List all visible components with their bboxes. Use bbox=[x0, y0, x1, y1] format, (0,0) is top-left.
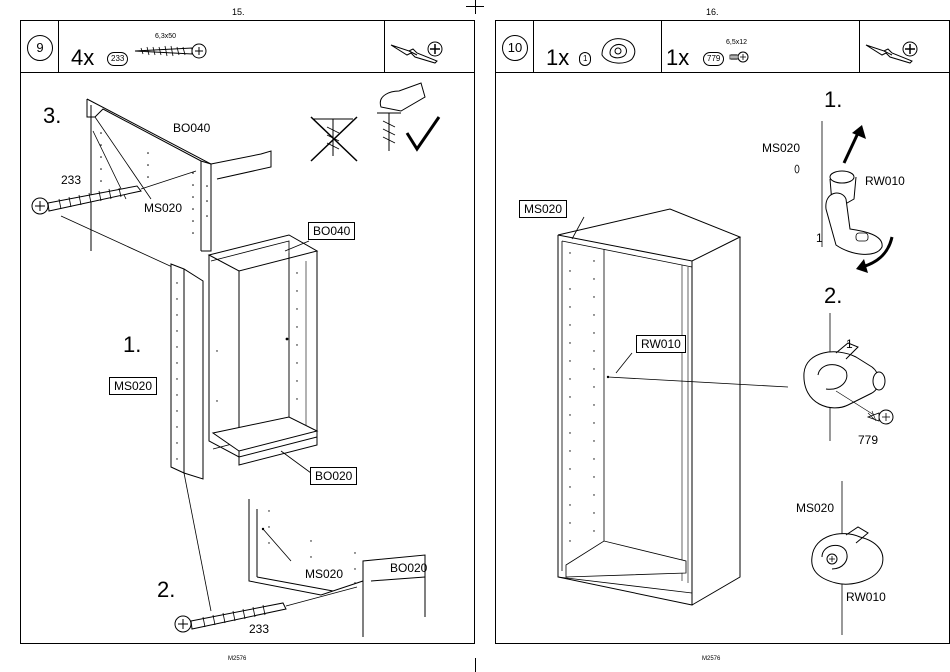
label-box-rw010: RW010 bbox=[636, 335, 686, 353]
assembly-illustration-left bbox=[21, 21, 476, 645]
no-hammer-icon bbox=[311, 117, 357, 161]
label-ms020-detail1: MS020 bbox=[762, 141, 800, 155]
hand-press-icon bbox=[380, 83, 425, 111]
label-ms020-detail3: MS020 bbox=[796, 501, 834, 515]
substep-1: 1. bbox=[824, 87, 842, 113]
instruction-page-15: 9 4x 233 6,3x50 bbox=[20, 20, 475, 644]
label-rw010-detail3: RW010 bbox=[846, 590, 886, 604]
label-part1-detail1: 1 bbox=[816, 231, 823, 245]
substep-2: 2. bbox=[824, 283, 842, 309]
label-bo020-bottom: BO020 bbox=[390, 561, 427, 575]
footer-code: M2576 bbox=[228, 656, 246, 662]
substep-1: 1. bbox=[123, 332, 141, 358]
footer-code: M2576 bbox=[702, 656, 720, 662]
check-icon bbox=[407, 117, 439, 149]
label-233-top: 233 bbox=[61, 173, 81, 187]
label-box-ms020: MS020 bbox=[109, 377, 157, 395]
label-box-ms020: MS020 bbox=[519, 200, 567, 218]
instruction-page-16: 10 1x 1 1x 779 6,5x12 bbox=[495, 20, 950, 644]
substep-3: 3. bbox=[43, 103, 61, 129]
label-ms020-top: MS020 bbox=[144, 201, 182, 215]
label-233-bottom: 233 bbox=[249, 622, 269, 636]
substep-2: 2. bbox=[157, 577, 175, 603]
crop-mark-top bbox=[475, 0, 476, 14]
label-part1-detail2: 1 bbox=[846, 337, 853, 351]
label-box-bo040: BO040 bbox=[308, 222, 355, 240]
label-box-bo020: BO020 bbox=[310, 467, 357, 485]
crop-mark-top-h bbox=[466, 6, 484, 7]
label-bo040-top: BO040 bbox=[173, 121, 210, 135]
label-779: 779 bbox=[858, 433, 878, 447]
assembly-illustration-right bbox=[496, 21, 950, 645]
page-number: 15. bbox=[232, 7, 245, 17]
label-ms020-bottom: MS020 bbox=[305, 567, 343, 581]
label-rw010-detail1: RW010 bbox=[865, 174, 905, 188]
page-number: 16. bbox=[706, 7, 719, 17]
crop-mark-bottom bbox=[475, 658, 476, 672]
